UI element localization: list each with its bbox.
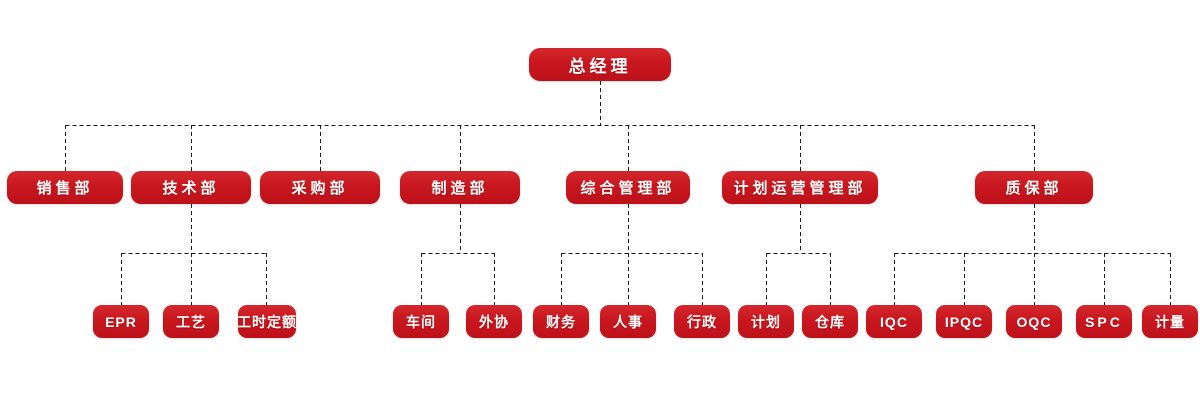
node-sub-admin: 行政 — [674, 305, 730, 338]
node-sub-outsourcing: 外协 — [466, 305, 522, 338]
node-dept-sales: 销售部 — [7, 171, 123, 204]
node-sub-planning: 计划 — [738, 305, 794, 338]
node-sub-hr: 人事 — [600, 305, 656, 338]
node-dept-quality-assurance: 质保部 — [975, 171, 1093, 204]
connector-dept-out-drops — [191, 204, 1035, 253]
node-sub-iqc: IQC — [866, 305, 922, 338]
node-sub-epr: EPR — [93, 305, 149, 338]
node-sub-warehouse: 仓库 — [802, 305, 858, 338]
node-dept-general-management: 综合管理部 — [566, 171, 690, 204]
node-sub-finance: 财务 — [533, 305, 589, 338]
node-sub-process: 工艺 — [163, 305, 219, 338]
node-dept-manufacturing: 制造部 — [400, 171, 520, 204]
node-sub-labor-quota: 工时定额 — [237, 305, 296, 338]
node-sub-spc: SPC — [1076, 305, 1132, 338]
node-root-general-manager: 总经理 — [529, 48, 671, 81]
connector-subunit-drops — [121, 253, 1171, 305]
node-sub-oqc: OQC — [1006, 305, 1062, 338]
node-dept-technology: 技术部 — [131, 171, 251, 204]
connector-dept-drops — [65, 125, 1035, 171]
node-dept-planning-operations: 计划运营管理部 — [722, 171, 878, 204]
node-sub-metrology: 计量 — [1142, 305, 1198, 338]
node-sub-workshop: 车间 — [393, 305, 449, 338]
node-sub-ipqc: IPQC — [936, 305, 992, 338]
node-dept-purchasing: 采购部 — [260, 171, 380, 204]
